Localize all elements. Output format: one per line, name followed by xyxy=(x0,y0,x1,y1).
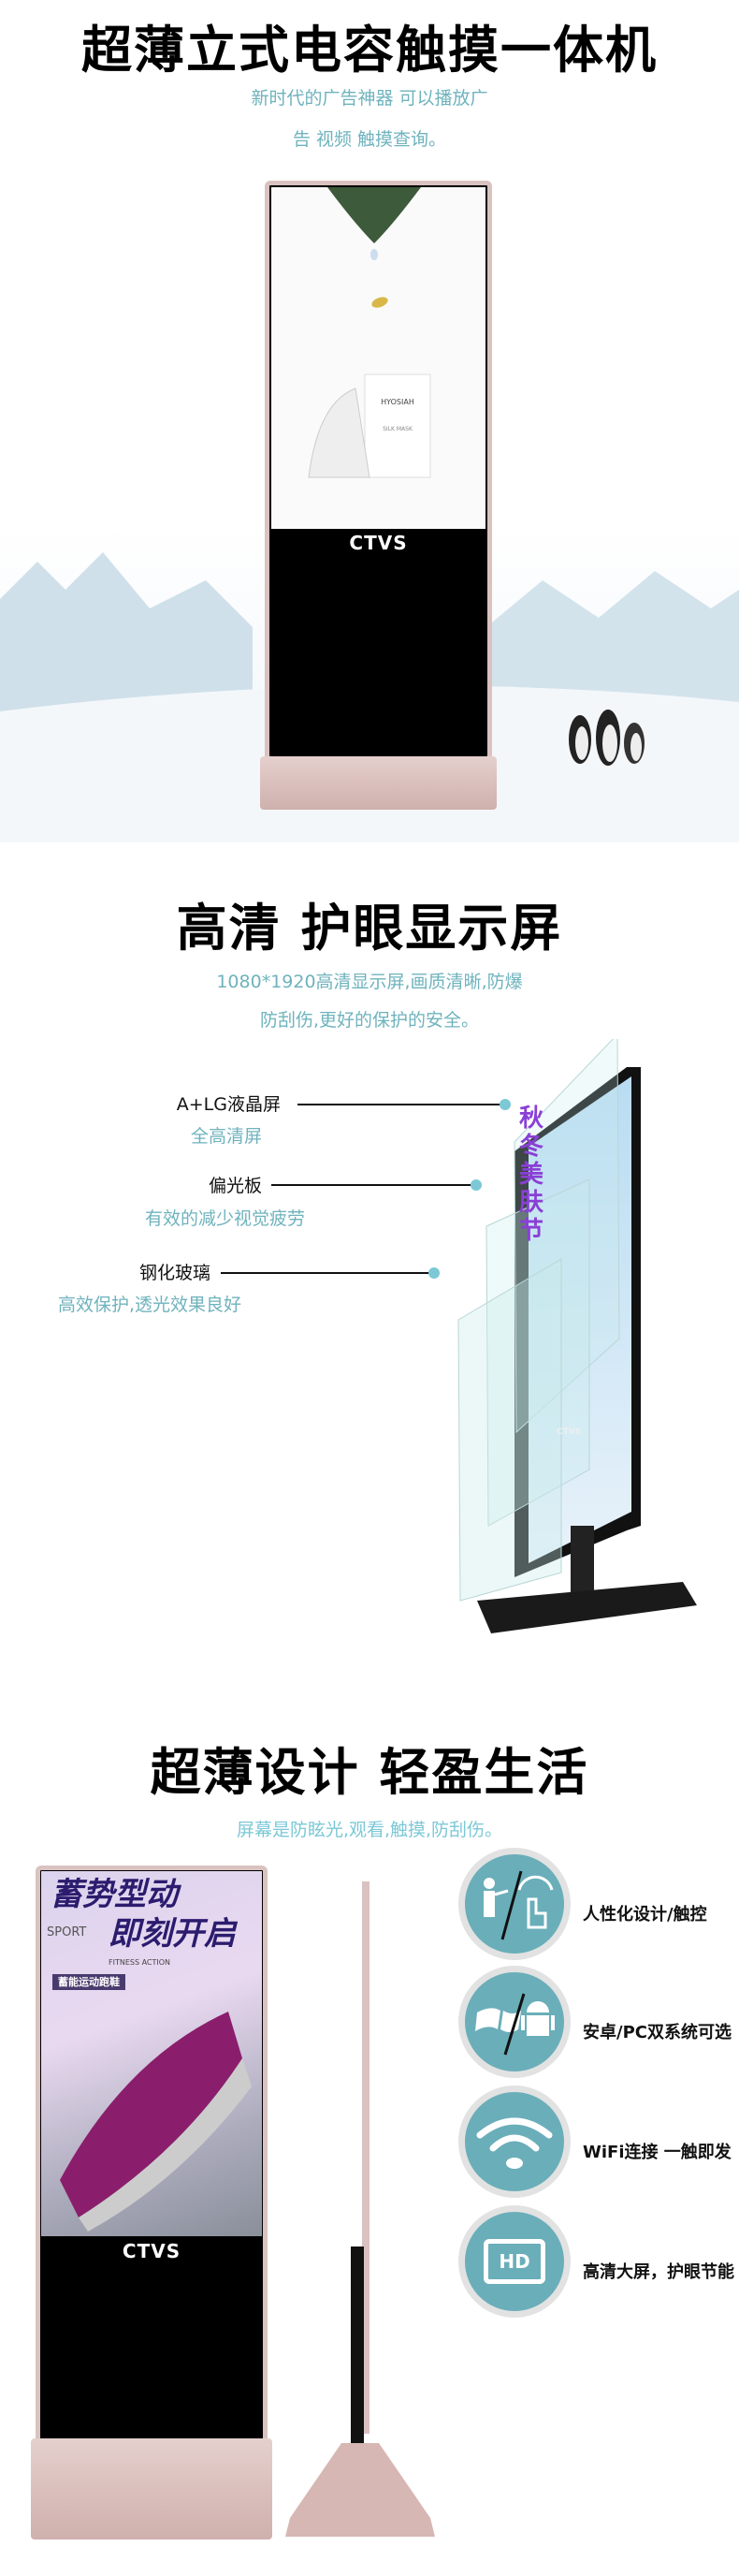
ad-product: SILK MASK xyxy=(383,426,413,432)
feature-label-3: WiFi连接 一触即发 xyxy=(583,2143,732,2162)
ad-headline: 秋冬美肤节 xyxy=(519,1105,544,1245)
layer-polarizer-line xyxy=(271,1184,475,1186)
section3-title: 超薄设计 轻盈生活 xyxy=(150,1743,589,1802)
penguins xyxy=(569,710,645,766)
ad-line2: 即刻开启 xyxy=(109,1915,236,1953)
device-logo-2: CTVS xyxy=(557,1427,582,1437)
section2-title: 高清 护眼显示屏 xyxy=(176,899,563,958)
screen-ad: HYOSIAH SILK MASK xyxy=(271,187,485,529)
kiosk-base xyxy=(260,756,497,810)
layer-lcd-dot xyxy=(500,1099,511,1110)
ad-line1: 蓄势型动 xyxy=(51,1876,178,1913)
section2-subtitle-1: 1080*1920高清显示屏,画质清晰,防爆 xyxy=(216,972,523,992)
layer-lcd-label: A+LG液晶屏 xyxy=(176,1094,281,1115)
leaf xyxy=(327,187,421,243)
layer-polarizer-dot xyxy=(471,1179,482,1191)
section3-subtitle: 屏幕是防眩光,观看,触摸,防刮伤。 xyxy=(236,1820,503,1840)
feature-label-4: 高清大屏，护眼节能 xyxy=(583,2262,734,2282)
ad-tag: 蓄能运动跑鞋 xyxy=(52,1974,125,1990)
device-logo: CTVS xyxy=(349,532,408,554)
ad-brand: HYOSIAH xyxy=(381,398,414,406)
layer-polarizer-desc: 有效的减少视觉疲劳 xyxy=(145,1208,306,1229)
layer-glass-dot xyxy=(428,1267,440,1279)
hd-badge: HD xyxy=(484,2239,545,2284)
kiosk-base xyxy=(31,2438,272,2539)
ad-fitness: FITNESS ACTION xyxy=(109,1958,171,1967)
layer-glass-desc: 高效保护,透光效果良好 xyxy=(58,1295,242,1315)
layer-glass-label: 钢化玻璃 xyxy=(138,1263,210,1283)
screen-ad: 蓄势型动 SPORT 即刻开启 FITNESS ACTION 蓄能运动跑鞋 xyxy=(41,1871,262,2236)
section1-subtitle-1: 新时代的广告神器 可以播放广 xyxy=(251,88,488,109)
layer-lcd-desc: 全高清屏 xyxy=(190,1126,262,1147)
kiosk-front-3: 蓄势型动 SPORT 即刻开启 FITNESS ACTION 蓄能运动跑鞋 CT… xyxy=(31,1866,272,2539)
layered-display-illustration xyxy=(457,1039,697,1633)
kiosk-front-1: HYOSIAH SILK MASK CTVS xyxy=(260,181,497,810)
hd-icon: HD xyxy=(458,2205,571,2318)
person-touch-icon xyxy=(458,1848,571,1960)
windows-android-icon xyxy=(458,1966,571,2078)
device-logo-3: CTVS xyxy=(122,2240,181,2262)
feature-label-1: 人性化设计/触控 xyxy=(583,1905,707,1925)
layer-glass-line xyxy=(221,1272,434,1274)
section2-subtitle-2: 防刮伤,更好的保护的安全。 xyxy=(259,1010,480,1031)
layer-polarizer-label: 偏光板 xyxy=(208,1176,262,1196)
kiosk-side-profile xyxy=(285,1881,435,2537)
feature-label-2: 安卓/PC双系统可选 xyxy=(583,2023,732,2042)
section1-subtitle-2: 告 视频 触摸查询。 xyxy=(292,129,447,150)
ad-sport: SPORT xyxy=(47,1925,87,1939)
section1-title: 超薄立式电容触摸一体机 xyxy=(81,21,658,80)
wifi-icon xyxy=(458,2086,571,2198)
layer-lcd-line xyxy=(297,1104,505,1105)
